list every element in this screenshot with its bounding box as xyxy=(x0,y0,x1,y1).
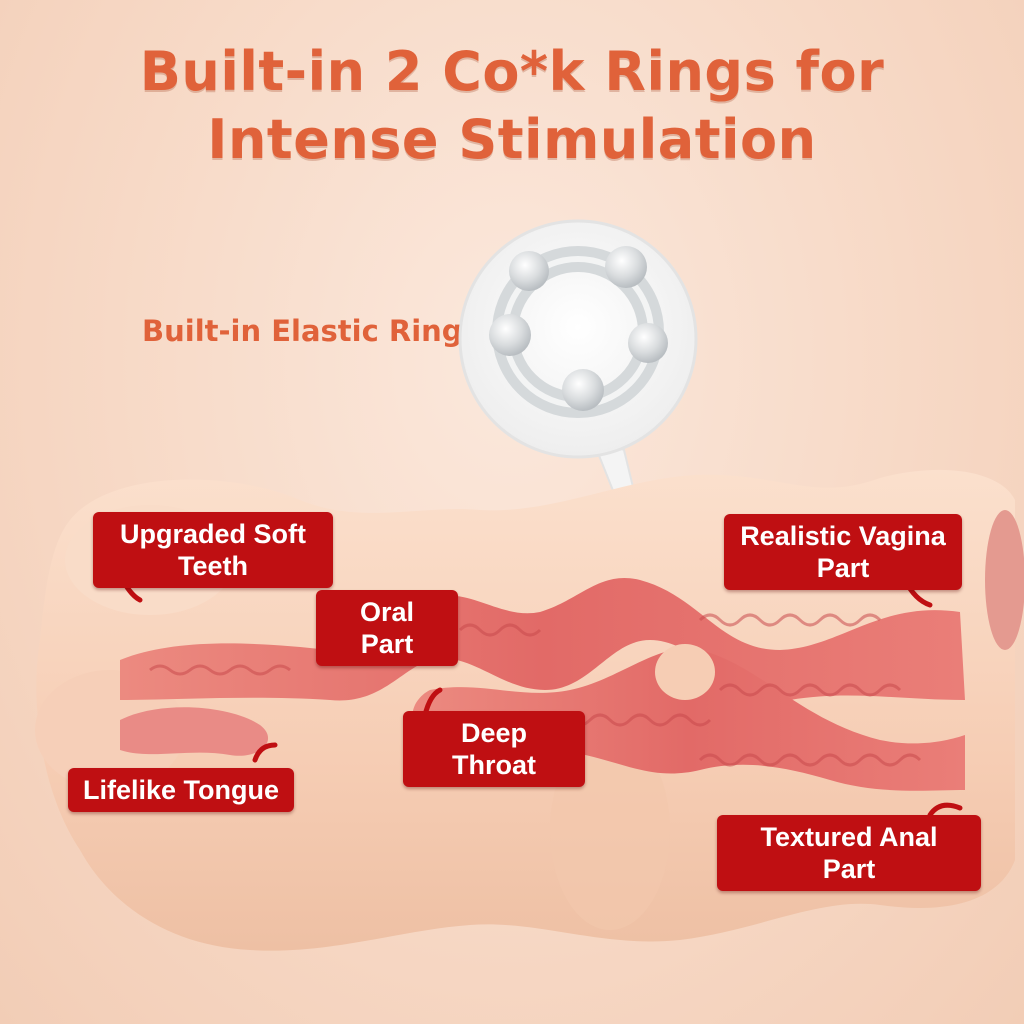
tongue-pointer xyxy=(252,742,278,763)
headline-line-2: Intense Stimulation xyxy=(207,108,817,171)
oral-part-callout: Oral Part xyxy=(316,590,458,666)
deep-throat-callout: Deep Throat xyxy=(403,711,585,787)
upper-channel xyxy=(120,577,965,701)
headline: Built-in 2 Co*k Rings for Intense Stimul… xyxy=(0,38,1024,174)
textured-anal-part-callout: Textured Anal Part xyxy=(717,815,981,891)
realistic-vagina-part-line-1: Realistic Vagina xyxy=(740,521,946,551)
anal-pointer xyxy=(927,802,963,818)
cock-ring-image xyxy=(489,246,668,418)
tongue xyxy=(120,707,269,756)
lifelike-tongue-callout: Lifelike Tongue xyxy=(68,768,294,812)
realistic-vagina-part-callout: Realistic Vagina Part xyxy=(724,514,962,590)
realistic-vagina-part-line-2: Part xyxy=(816,553,870,583)
elastic-ring-label: Built-in Elastic Ring xyxy=(142,314,463,348)
upgraded-soft-teeth-line-2: Teeth xyxy=(177,551,248,581)
upgraded-soft-teeth-line-1: Upgraded Soft xyxy=(120,519,306,549)
headline-line-1: Built-in 2 Co*k Rings for xyxy=(139,40,885,103)
upgraded-soft-teeth-callout: Upgraded Soft Teeth xyxy=(93,512,333,588)
